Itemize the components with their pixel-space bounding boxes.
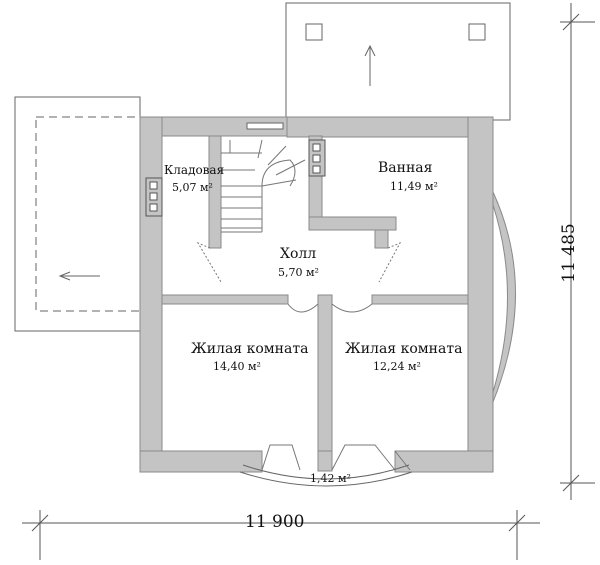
bathroom-area: 11,49 м² — [390, 180, 438, 193]
hall-area: 5,70 м² — [278, 266, 319, 279]
left-terrace — [14, 96, 141, 332]
hall-name: Холл — [280, 246, 317, 262]
stair-window — [246, 122, 284, 130]
balcony — [239, 464, 413, 487]
storage-room-area: 5,07 м² — [172, 181, 213, 194]
staircase — [221, 139, 306, 233]
doors — [196, 241, 411, 471]
width-dimension: 11 900 — [245, 512, 305, 532]
top-terrace — [285, 2, 511, 121]
living-room-right-area: 12,24 м² — [373, 360, 421, 373]
living-room-right-name: Жилая комната — [345, 341, 463, 357]
vent-blocks — [145, 139, 326, 217]
height-dimension: 11 485 — [559, 223, 579, 283]
storage-room-name: Кладовая — [164, 163, 225, 177]
living-room-left-area: 14,40 м² — [213, 360, 261, 373]
balcony-area: 1,42 м² — [310, 472, 351, 485]
bathroom-name: Ванная — [378, 160, 433, 176]
living-room-left-name: Жилая комната — [191, 341, 309, 357]
dimension-lines — [22, 3, 595, 560]
